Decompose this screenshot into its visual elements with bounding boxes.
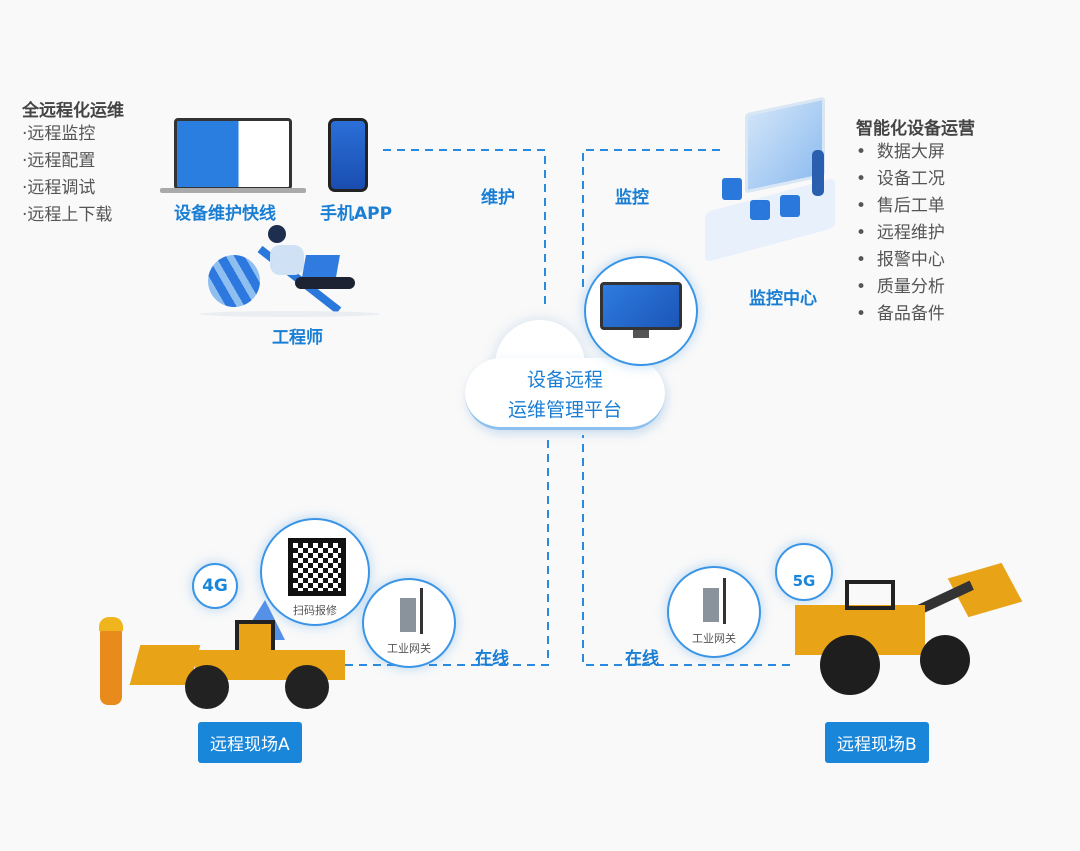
- list-item: • 售后工单: [856, 196, 945, 216]
- online-a-label: 在线: [475, 649, 509, 669]
- site-b-button[interactable]: 远程现场B: [825, 722, 929, 763]
- list-item: ·远程上下载: [22, 205, 113, 225]
- gateway-a-circle: 工业网关: [362, 578, 456, 668]
- right-list-title: 智能化设备运营: [856, 119, 975, 139]
- list-item: ·远程调试: [22, 178, 96, 198]
- 5g-badge: 5G: [775, 543, 833, 601]
- list-item: • 数据大屏: [856, 142, 945, 162]
- list-item: • 报警中心: [856, 250, 945, 270]
- list-item: • 备品备件: [856, 304, 945, 324]
- engineer-label: 工程师: [272, 328, 323, 348]
- list-item: ·远程监控: [22, 124, 96, 144]
- gateway-icon: [400, 598, 416, 632]
- maintain-link-label: 维护: [481, 188, 515, 208]
- engineer-illustration: [200, 225, 380, 320]
- qr-label: 扫码报修: [293, 604, 337, 617]
- qr-code-icon: [288, 538, 346, 596]
- gateway-b-label: 工业网关: [692, 632, 736, 645]
- left-feature-list: 全远程化运维 ·远程监控 ·远程配置 ·远程调试 ·远程上下载: [22, 96, 124, 229]
- monitor-center-label: 监控中心: [749, 289, 817, 309]
- 4g-badge: 4G: [192, 563, 238, 609]
- laptop-label: 设备维护快线: [174, 204, 276, 224]
- gateway-icon: [703, 588, 719, 622]
- phone-icon: [328, 118, 368, 192]
- monitoring-center-illustration: [700, 96, 840, 263]
- monitor-icon: [600, 282, 682, 330]
- platform-cloud: 设备远程 运维管理平台: [465, 310, 665, 435]
- list-item: • 质量分析: [856, 277, 945, 297]
- site-a-button[interactable]: 远程现场A: [198, 722, 302, 763]
- platform-title-line2: 运维管理平台: [507, 399, 622, 421]
- platform-monitor-circle: [584, 256, 698, 366]
- platform-title-line1: 设备远程: [526, 369, 603, 391]
- online-b-label: 在线: [625, 649, 659, 669]
- list-item: • 远程维护: [856, 223, 945, 243]
- gateway-a-label: 工业网关: [387, 642, 431, 655]
- left-list-title: 全远程化运维: [22, 101, 124, 121]
- laptop-icon: [160, 118, 306, 194]
- right-feature-list: 智能化设备运营 • 数据大屏 • 设备工况 • 售后工单 • 远程维护 • 报警…: [856, 114, 975, 328]
- list-item: • 设备工况: [856, 169, 945, 189]
- monitor-link-label: 监控: [615, 188, 649, 208]
- phone-app-label: 手机APP: [320, 204, 393, 224]
- list-item: ·远程配置: [22, 151, 96, 171]
- loader-a-illustration: [95, 615, 350, 715]
- gateway-b-circle: 工业网关: [667, 566, 761, 658]
- loader-b-illustration: [785, 562, 1025, 700]
